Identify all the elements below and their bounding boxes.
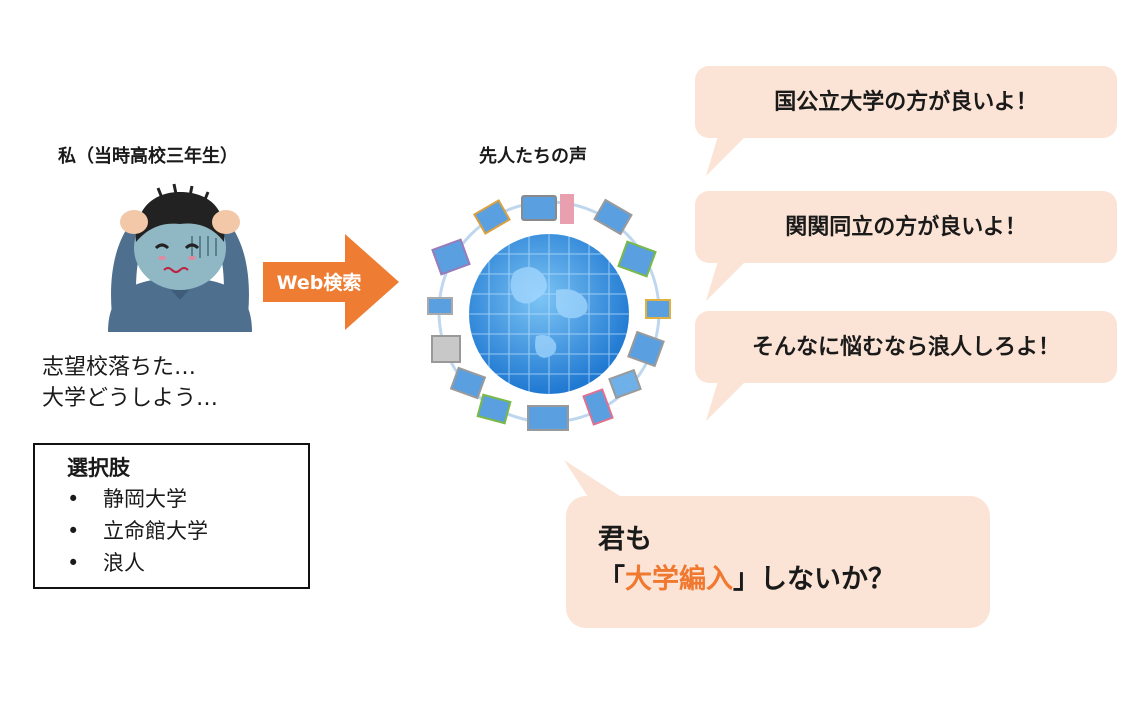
me-caption: 私（当時高校三年生） (58, 146, 238, 167)
highlight-keyword: 大学編入 (625, 564, 733, 595)
invitation-line-2: 「大学編入」しないか？ (598, 560, 895, 600)
tablet-icon (473, 199, 511, 235)
phone-icon (582, 388, 614, 426)
monitor-icon (627, 330, 665, 368)
advice-text: 関関同立の方が良いよ！ (785, 215, 1027, 240)
invitation-text: 君も 「大学編入」しないか？ (598, 520, 895, 600)
invitation-bubble: 君も 「大学編入」しないか？ (560, 458, 992, 630)
invitation-rest: 」しないか？ (733, 564, 895, 595)
choices-box: 選択肢 • 静岡大学 • 立命館大学 • 浪人 (33, 443, 310, 589)
web-search-arrow: Web検索 (263, 234, 399, 330)
laptop-icon (527, 405, 569, 431)
advice-bubble-3: そんなに悩むなら浪人しろよ！ (690, 307, 1120, 427)
bullet: • (67, 519, 80, 543)
bubble-shape (695, 66, 1117, 176)
monitor-icon (521, 195, 557, 221)
laptop-icon (617, 240, 657, 278)
laptop-icon (608, 368, 642, 400)
bubble-shape (695, 191, 1117, 301)
phone-icon (427, 297, 453, 315)
advice-text: 国公立大学の方が良いよ！ (774, 90, 1038, 115)
choice-item: • 立命館大学 (67, 515, 308, 547)
bubble-shape (564, 460, 990, 628)
worried-student-illustration (108, 183, 252, 332)
open-bracket: 「 (598, 564, 625, 595)
globe-network-illustration (427, 194, 671, 431)
laptop-icon (449, 366, 487, 400)
voices-caption: 先人たちの声 (479, 146, 587, 167)
advice-bubble-1: 国公立大学の方が良いよ！ (690, 62, 1120, 182)
tower-pc-icon (560, 194, 574, 224)
thought-line-1: 志望校落ちた… (42, 355, 197, 380)
device-icons (427, 194, 671, 431)
arrow-label: Web検索 (277, 271, 362, 294)
choice-label: 静岡大学 (103, 487, 187, 511)
invitation-line-1: 君も (598, 524, 652, 555)
bullet: • (67, 551, 80, 575)
choice-label: 立命館大学 (103, 519, 208, 543)
choice-item: • 静岡大学 (67, 483, 308, 515)
advice-bubble-2: 関関同立の方が良いよ！ (690, 187, 1120, 307)
server-icon (431, 335, 461, 363)
laptop-icon (593, 198, 633, 236)
tablet-icon (645, 299, 671, 319)
laptop-icon (431, 238, 471, 276)
bubble-shape (695, 311, 1117, 421)
worried-thought: 志望校落ちた… 大学どうしよう… (42, 352, 218, 414)
choice-item: • 浪人 (67, 547, 308, 579)
advice-text: そんなに悩むなら浪人しろよ！ (751, 335, 1060, 360)
tablet-icon (476, 393, 512, 425)
arrow-shape (263, 234, 399, 330)
bullet: • (67, 487, 80, 511)
choices-title: 選択肢 (67, 456, 130, 480)
choice-label: 浪人 (103, 551, 145, 575)
thought-line-2: 大学どうしよう… (42, 386, 219, 411)
